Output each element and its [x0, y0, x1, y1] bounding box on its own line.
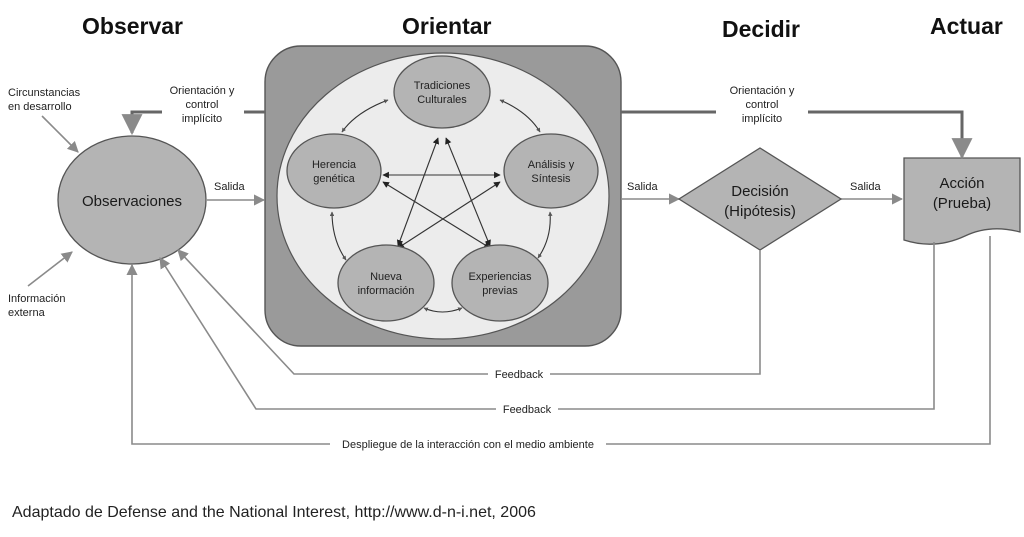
tradiciones-node — [393, 55, 491, 129]
despliegue-label: Despliegue de la interacción con el medi… — [342, 439, 594, 451]
analisis-line2: Síntesis — [531, 173, 571, 185]
nueva-node — [337, 244, 435, 322]
feedback-2-label-bg — [496, 401, 558, 417]
despliegue-label-bg — [330, 436, 606, 452]
nueva-line2: información — [358, 285, 415, 297]
feedback-label-2: Feedback — [503, 404, 552, 416]
experiencias-line1: Experiencias — [469, 271, 532, 283]
herencia-line1: Herencia — [312, 159, 357, 171]
implicit-left-line2: control — [185, 99, 218, 111]
experiencias-line2: previas — [482, 285, 518, 297]
header-actuar: Actuar — [930, 13, 1003, 39]
tradiciones-line1: Tradiciones — [414, 80, 471, 92]
arrow-circunstancias — [41, 115, 79, 153]
accion-line2: (Prueba) — [933, 195, 991, 212]
accion-node — [903, 157, 1021, 245]
decision-line2: (Hipótesis) — [724, 203, 796, 220]
input-informacion-line2: externa — [8, 307, 46, 319]
analisis-line1: Análisis y — [528, 159, 575, 171]
source-caption: Adaptado de Defense and the National Int… — [12, 504, 536, 521]
input-informacion-line1: Información — [8, 293, 65, 305]
implicit-right-label-bg — [716, 80, 808, 130]
salida-label-1: Salida — [214, 181, 245, 193]
input-circunstancias-line2: en desarrollo — [8, 101, 72, 113]
observaciones-label: Observaciones — [82, 193, 182, 210]
feedback-loop-actuar — [159, 242, 935, 410]
experiencias-node — [451, 244, 549, 322]
header-observar: Observar — [82, 13, 183, 39]
salida-label-3: Salida — [850, 181, 881, 193]
implicit-right-line1: Orientación y — [730, 85, 795, 97]
accion-line1: Acción — [939, 175, 984, 192]
analisis-node — [503, 133, 599, 209]
implicit-right-line2: control — [745, 99, 778, 111]
header-orientar: Orientar — [402, 13, 492, 39]
ring-connections — [329, 99, 553, 313]
feedback-1-label-bg — [488, 366, 550, 382]
decision-line1: Decisión — [731, 183, 789, 200]
header-decidir: Decidir — [722, 16, 800, 42]
herencia-node — [286, 133, 382, 209]
tradiciones-line2: Culturales — [417, 94, 467, 106]
implicit-left-label-bg — [162, 80, 244, 130]
implicit-left-line3: implícito — [182, 113, 222, 125]
implicit-left-line1: Orientación y — [170, 85, 235, 97]
feedback-label-1: Feedback — [495, 369, 544, 381]
herencia-line2: genética — [313, 173, 355, 185]
nueva-line1: Nueva — [370, 271, 403, 283]
salida-label-2: Salida — [627, 181, 658, 193]
input-circunstancias-line1: Circunstancias — [8, 87, 81, 99]
pentagram-connections — [382, 137, 501, 249]
arrow-informacion — [27, 251, 73, 287]
implicit-right-line3: implícito — [742, 113, 782, 125]
